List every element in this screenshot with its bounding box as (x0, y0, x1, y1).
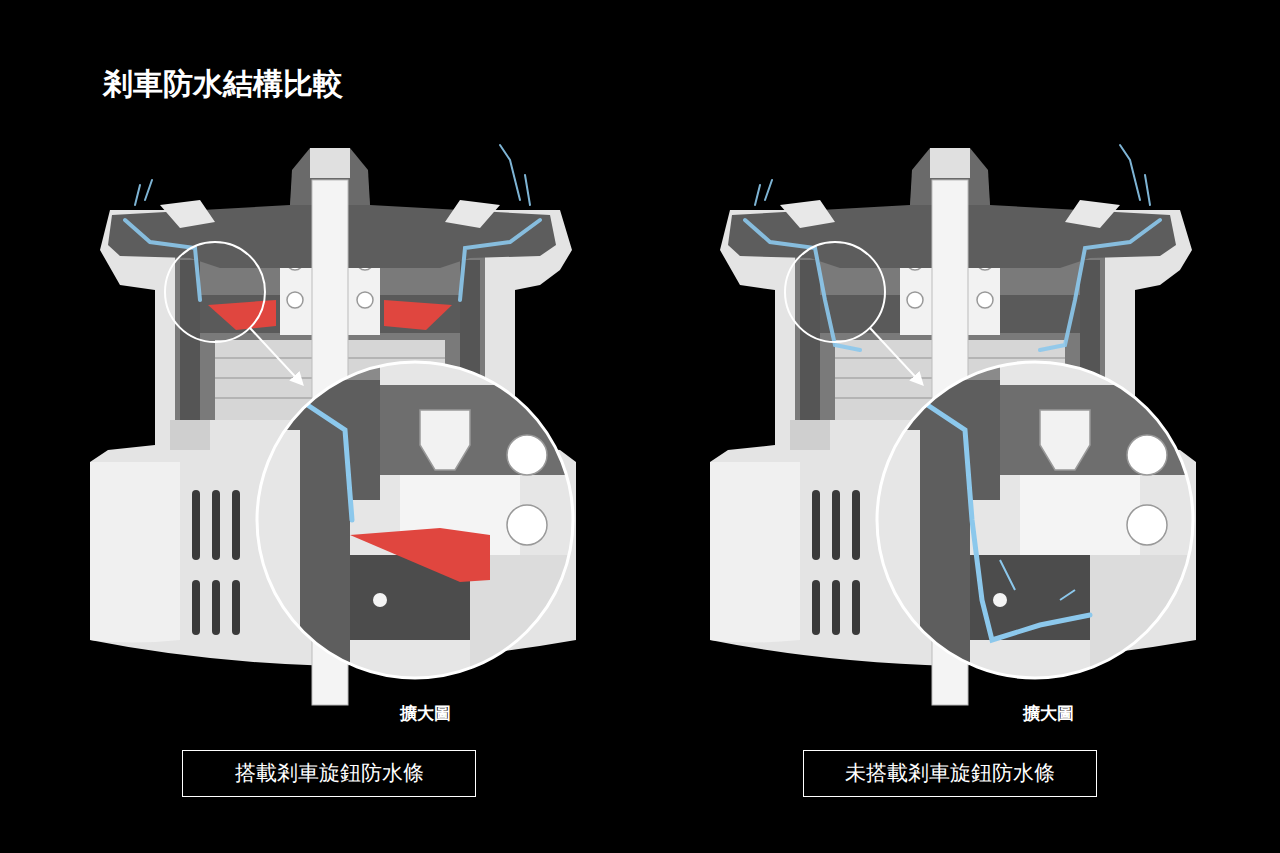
caption-text: 未搭載剎車旋鈕防水條 (845, 759, 1055, 787)
caption-box: 搭載剎車旋鈕防水條 (182, 750, 476, 797)
zoom-label: 擴大圖 (1023, 702, 1074, 725)
title: 剎車防水結構比較 (103, 64, 343, 105)
zoom-label: 擴大圖 (400, 702, 451, 725)
caption-box: 未搭載剎車旋鈕防水條 (803, 750, 1097, 797)
caption-text: 搭載剎車旋鈕防水條 (235, 759, 424, 787)
